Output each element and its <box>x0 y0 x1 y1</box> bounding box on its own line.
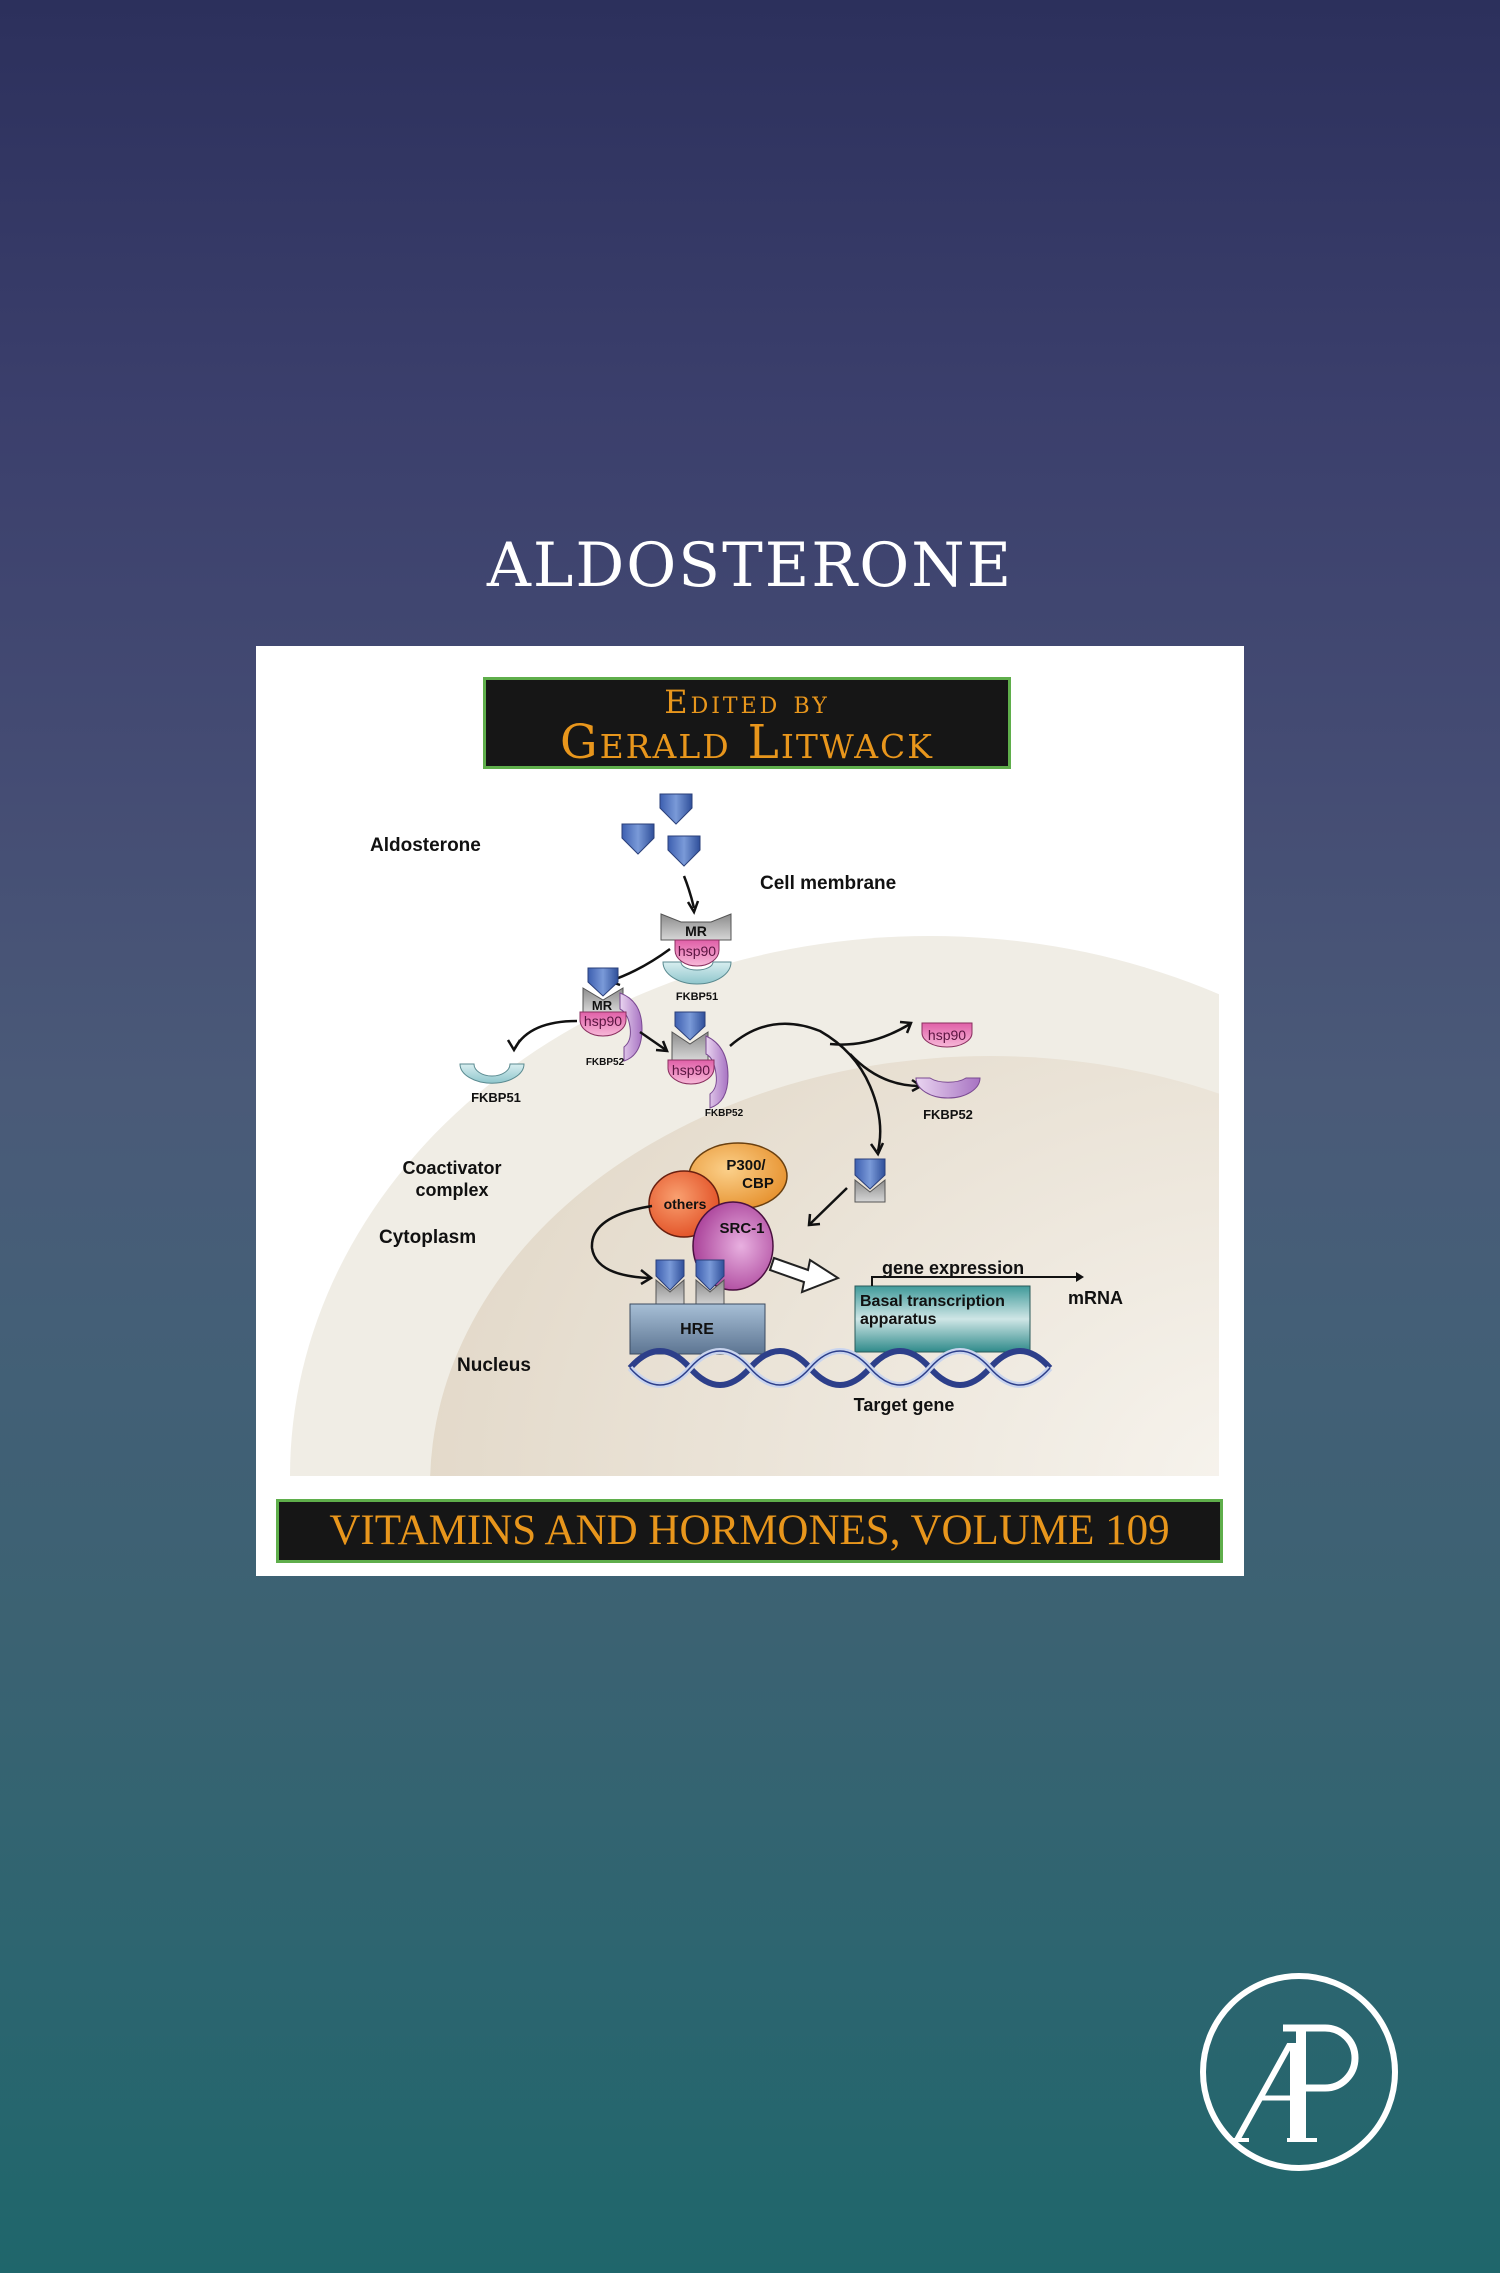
svg-text:others: others <box>664 1196 707 1212</box>
mr-activated <box>854 1158 886 1203</box>
svg-text:Coactivator: Coactivator <box>402 1158 501 1178</box>
svg-text:CBP: CBP <box>742 1175 774 1192</box>
ap-publisher-logo <box>1197 1970 1401 2174</box>
svg-text:HRE: HRE <box>680 1321 714 1338</box>
svg-text:Aldosterone: Aldosterone <box>370 835 481 856</box>
svg-text:mRNA: mRNA <box>1068 1288 1123 1308</box>
svg-text:Basal transcription: Basal transcription <box>860 1293 1005 1310</box>
logo-circle <box>1200 1973 1398 2171</box>
basal-transcription-box <box>854 1285 1031 1353</box>
cover-panel: Edited by Gerald Litwack <box>256 646 1244 1576</box>
svg-text:hsp90: hsp90 <box>584 1013 622 1029</box>
svg-text:P300/: P300/ <box>726 1157 766 1174</box>
hsp90-free <box>921 1022 973 1048</box>
dna-helix <box>627 1348 1053 1388</box>
svg-text:Nucleus: Nucleus <box>457 1355 531 1376</box>
svg-text:hsp90: hsp90 <box>678 943 716 959</box>
fkbp52-free <box>915 1077 981 1099</box>
svg-text:Target gene: Target gene <box>854 1395 955 1415</box>
svg-text:apparatus: apparatus <box>860 1311 937 1328</box>
nucleus-region <box>430 1056 1219 1476</box>
svg-text:MR: MR <box>685 923 707 939</box>
svg-text:gene expression: gene expression <box>882 1258 1024 1278</box>
editor-name: Gerald Litwack <box>560 715 934 770</box>
svg-text:Cytoplasm: Cytoplasm <box>379 1227 476 1248</box>
svg-text:FKBP51: FKBP51 <box>471 1090 521 1105</box>
mr-complex-3: hsp90 FKBP52 <box>667 1011 744 1119</box>
svg-text:FKBP52: FKBP52 <box>586 1057 625 1068</box>
aldosterone-pathway-diagram: Aldosterone Cell membrane MR hsp90 FKBP5… <box>290 786 1219 1476</box>
hre-box <box>629 1303 766 1355</box>
aldosterone-ligands <box>621 793 701 867</box>
svg-text:SRC-1: SRC-1 <box>719 1220 764 1237</box>
svg-text:hsp90: hsp90 <box>672 1062 710 1078</box>
mr-dimer <box>655 1259 725 1307</box>
svg-text:Cell membrane: Cell membrane <box>760 873 896 894</box>
svg-text:FKBP52: FKBP52 <box>705 1108 744 1119</box>
fkbp51-free <box>459 1063 525 1084</box>
book-title: ALDOSTERONE <box>486 530 1014 601</box>
mr-complex-1: MR hsp90 FKBP51 <box>660 913 732 1003</box>
svg-text:FKBP51: FKBP51 <box>676 991 718 1003</box>
svg-text:complex: complex <box>415 1180 488 1200</box>
transcription-arrow <box>768 1256 841 1294</box>
series-banner: VITAMINS AND HORMONES, VOLUME 109 <box>276 1499 1223 1563</box>
svg-text:MR: MR <box>592 998 613 1013</box>
edited-by-label: Edited by <box>664 683 830 721</box>
mr-complex-2: MR hsp90 FKBP52 <box>579 967 643 1068</box>
svg-text:FKBP52: FKBP52 <box>923 1107 973 1122</box>
svg-text:hsp90: hsp90 <box>928 1027 966 1043</box>
editor-banner: Edited by Gerald Litwack <box>483 677 1011 769</box>
